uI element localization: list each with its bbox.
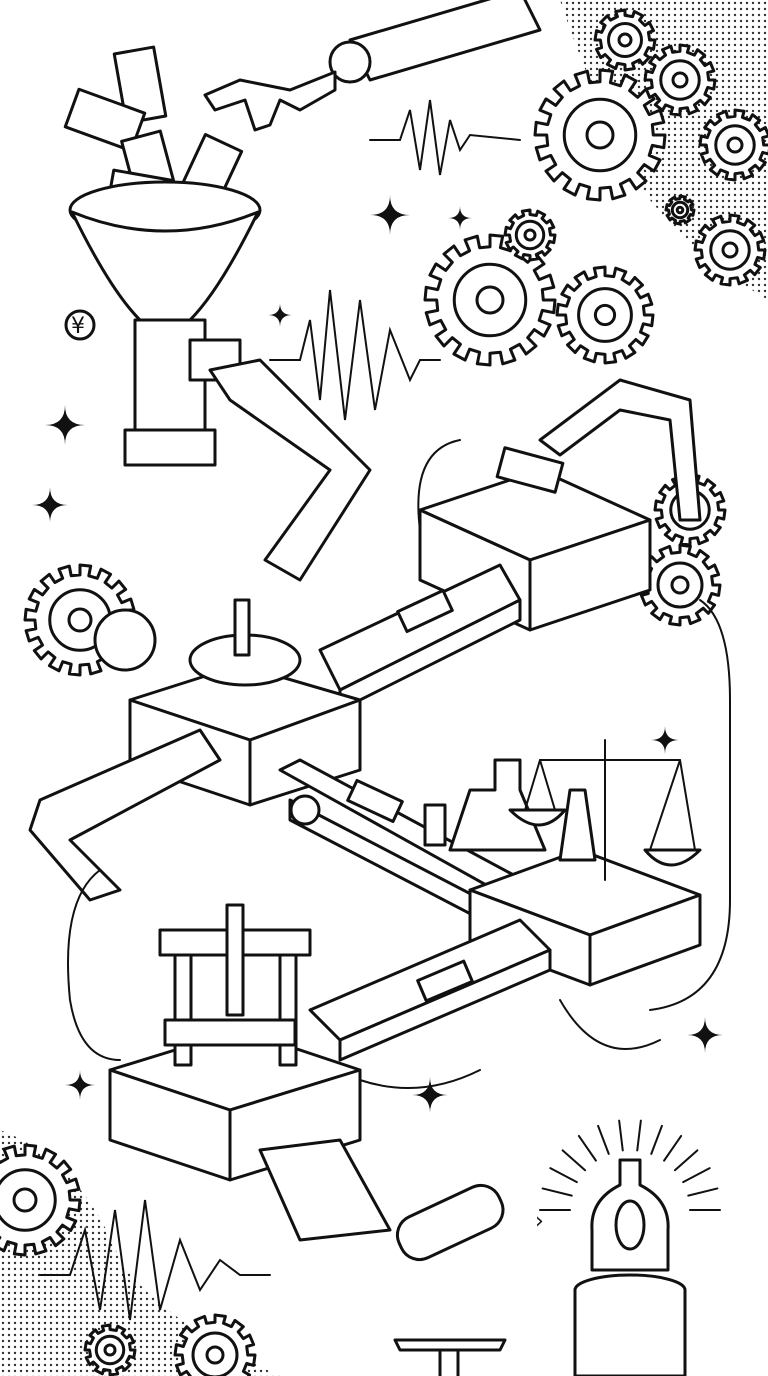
robot-arm-top	[203, 0, 542, 132]
gears-group	[0, 8, 768, 1376]
sparkle-icon	[45, 405, 85, 445]
glow-ray	[549, 1167, 578, 1184]
conveyor-belt-upper	[318, 563, 522, 712]
flask	[448, 758, 547, 852]
scroll	[393, 1183, 507, 1376]
glow-ray	[561, 1149, 587, 1172]
bottle-on-pedestal	[573, 1158, 687, 1376]
gear-icon	[698, 108, 768, 182]
glow-ray	[650, 1124, 663, 1155]
sparkle-icon	[65, 1070, 95, 1100]
gear-icon	[533, 68, 667, 202]
glow-ray	[597, 1124, 610, 1155]
glow-ray	[682, 1167, 711, 1184]
gear-icon	[173, 1313, 257, 1376]
bottle-glow-rays	[539, 1119, 721, 1211]
gear-icon	[664, 194, 696, 226]
glow-ray	[673, 1149, 699, 1172]
sparkle-icon	[687, 1017, 723, 1053]
glow-ray	[541, 1187, 573, 1197]
glow-ray	[618, 1119, 624, 1152]
gear-icon	[0, 1143, 82, 1257]
gear-icon	[555, 265, 655, 365]
sparkle-icon	[651, 726, 679, 754]
sparkles-group	[32, 195, 723, 1113]
waveform-middle	[269, 289, 441, 421]
yen-symbol: ¥	[71, 314, 85, 339]
sparkle-icon	[370, 195, 410, 235]
gear-icon	[423, 233, 557, 367]
waveform-top	[369, 99, 521, 176]
money-chute-upper	[208, 358, 372, 582]
arrow-glyph: ›	[535, 1209, 544, 1234]
gear-icon	[503, 208, 557, 262]
press-machine	[108, 903, 392, 1242]
gear-icon	[643, 43, 717, 117]
money-chute-left	[28, 728, 222, 902]
gear-icon	[83, 1323, 137, 1376]
waveform-bottom	[39, 1199, 271, 1321]
sparkle-icon	[412, 1077, 448, 1113]
funnel	[68, 180, 262, 467]
yen-badge	[64, 309, 96, 341]
glow-ray	[577, 1134, 597, 1162]
gear-icon	[693, 213, 767, 287]
glow-ray	[663, 1134, 683, 1162]
sparkle-icon	[268, 303, 292, 327]
gear-icon	[638, 543, 722, 627]
sparkle-icon	[32, 487, 68, 523]
conveyor-belt-lower	[308, 918, 552, 1062]
glow-ray	[636, 1119, 642, 1152]
glow-ray	[687, 1187, 719, 1197]
sparkle-icon	[448, 206, 472, 230]
gear-icon	[593, 8, 657, 72]
pipes	[67, 439, 731, 1089]
